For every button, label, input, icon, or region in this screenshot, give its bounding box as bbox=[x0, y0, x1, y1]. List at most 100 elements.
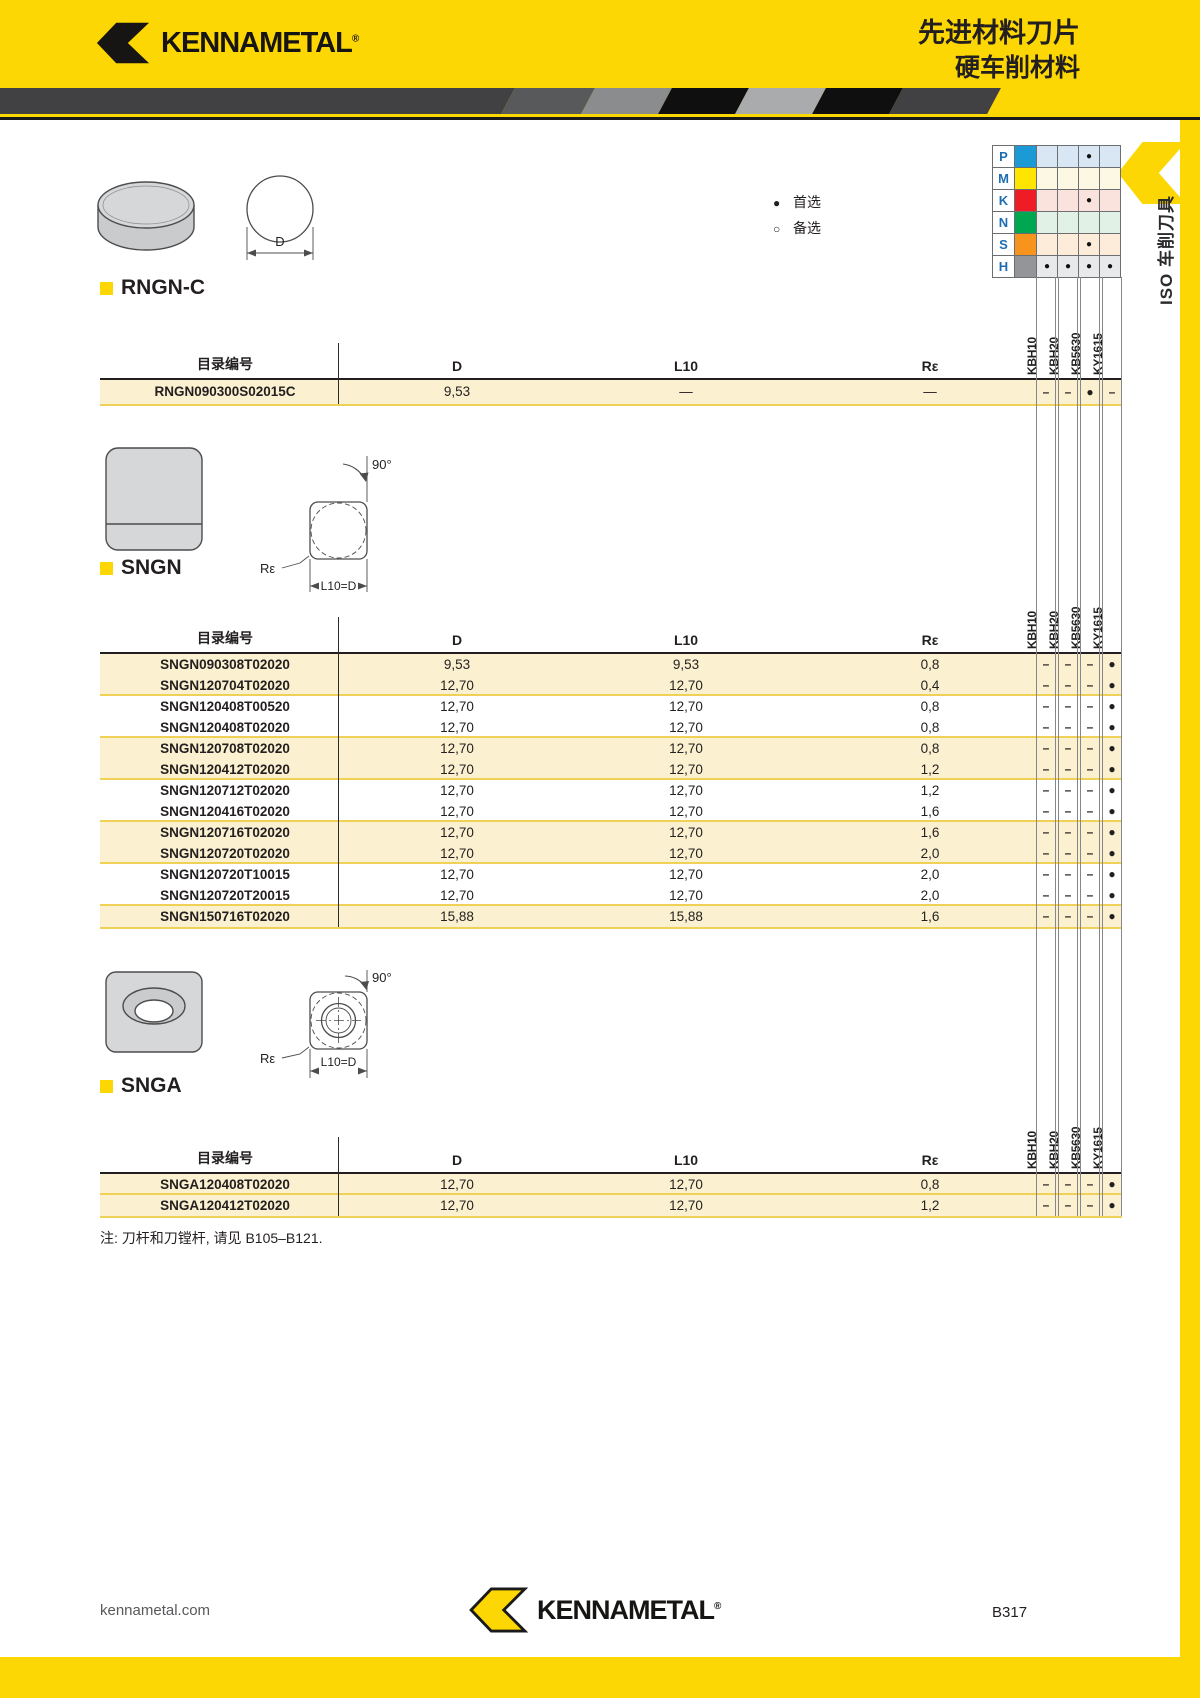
iso-grade-cell: ● bbox=[1036, 255, 1058, 278]
grade-mark: ● bbox=[1108, 846, 1116, 860]
grade-mark: – bbox=[1042, 846, 1050, 860]
grade-mark: – bbox=[1064, 1198, 1072, 1212]
iso-color-swatch bbox=[1014, 211, 1037, 234]
d-value: 12,70 bbox=[440, 741, 474, 756]
grade-mark: – bbox=[1042, 762, 1050, 776]
grade-mark: – bbox=[1086, 741, 1094, 755]
re-value: 1,6 bbox=[920, 825, 940, 840]
footer-logo: KENNAMETAL® bbox=[468, 1586, 721, 1634]
col-header-catalog: 目录编号 bbox=[197, 630, 253, 646]
re-value: 1,6 bbox=[920, 909, 940, 924]
grade-mark: ● bbox=[1108, 699, 1116, 713]
re-value: 1,2 bbox=[920, 783, 940, 798]
registered-mark: ® bbox=[351, 32, 359, 44]
section-title-sngn: SNGN bbox=[100, 556, 182, 580]
grade-mark: ● bbox=[1086, 385, 1094, 399]
table-row: SNGA120408T02020 12,70 12,70 0,8 – – – ● bbox=[100, 1174, 1122, 1195]
grade-mark: – bbox=[1064, 825, 1072, 839]
col-header-d: D bbox=[451, 358, 463, 374]
table-row: SNGN120720T20015 12,70 12,70 2,0 – – – ● bbox=[100, 885, 1122, 906]
table-row: SNGN120704T02020 12,70 12,70 0,4 – – – ● bbox=[100, 675, 1122, 696]
table-row: SNGN120412T02020 12,70 12,70 1,2 – – – ● bbox=[100, 759, 1122, 780]
catalog-number: SNGN120716T02020 bbox=[160, 825, 290, 840]
catalog-number: SNGN120720T20015 bbox=[160, 888, 290, 903]
grade-column-line bbox=[1080, 277, 1081, 1216]
l10-value: 12,70 bbox=[669, 783, 703, 798]
grade-mark: – bbox=[1042, 385, 1050, 399]
brand-wordmark: KENNAMETAL® bbox=[537, 1594, 721, 1625]
rngn-3d-insert-drawing bbox=[97, 181, 195, 251]
iso-grade-cell bbox=[1057, 167, 1079, 190]
grade-mark: – bbox=[1042, 678, 1050, 692]
catalog-number: SNGN120408T00520 bbox=[160, 699, 290, 714]
grade-mark: – bbox=[1042, 888, 1050, 902]
grade-mark: – bbox=[1086, 783, 1094, 797]
grade-mark: ● bbox=[1108, 783, 1116, 797]
grade-column-line bbox=[1121, 277, 1122, 1216]
grade-mark: – bbox=[1064, 720, 1072, 734]
catalog-number: SNGN090308T02020 bbox=[160, 657, 290, 672]
title-bullet-icon bbox=[100, 1079, 113, 1093]
re-value: 2,0 bbox=[920, 846, 940, 861]
iso-color-swatch bbox=[1014, 167, 1037, 190]
re-value: 0,8 bbox=[920, 657, 940, 672]
grade-mark: – bbox=[1064, 741, 1072, 755]
grade-mark: ● bbox=[1108, 1198, 1116, 1212]
kennametal-mark-icon bbox=[469, 1587, 528, 1633]
l10-value: 12,70 bbox=[669, 699, 703, 714]
iso-letter: S bbox=[992, 233, 1015, 256]
catalog-number: SNGN120412T02020 bbox=[160, 762, 290, 777]
re-value: — bbox=[923, 384, 937, 399]
right-accent-bar bbox=[1180, 120, 1200, 1698]
re-value: 1,6 bbox=[920, 804, 940, 819]
angle-90-label: 90° bbox=[372, 970, 392, 985]
grade-mark: – bbox=[1086, 762, 1094, 776]
column-divider bbox=[338, 343, 339, 404]
iso-color-swatch bbox=[1014, 189, 1037, 212]
iso-row: M bbox=[992, 167, 1121, 190]
l10-value: 12,70 bbox=[669, 720, 703, 735]
d-value: 12,70 bbox=[440, 825, 474, 840]
iso-grade-cell bbox=[1078, 167, 1100, 190]
iso-grade-cell bbox=[1057, 189, 1079, 212]
re-value: 0,8 bbox=[920, 720, 940, 735]
section-title-text: SNGN bbox=[121, 556, 182, 579]
stripe-segment bbox=[581, 88, 672, 114]
iso-grade-cell bbox=[1036, 189, 1058, 212]
iso-grade-cell bbox=[1099, 189, 1121, 212]
iso-grade-cell bbox=[1078, 211, 1100, 234]
legend-preferred: ●首选 bbox=[773, 190, 821, 216]
d-value: 9,53 bbox=[443, 384, 471, 399]
l10-value: 12,70 bbox=[669, 846, 703, 861]
grade-mark: – bbox=[1064, 846, 1072, 860]
iso-color-swatch bbox=[1014, 233, 1037, 256]
col-header-re: Rε bbox=[921, 358, 939, 374]
catalog-number: SNGN120416T02020 bbox=[160, 804, 290, 819]
kennametal-mark-icon bbox=[96, 22, 150, 64]
re-value: 1,2 bbox=[920, 762, 940, 777]
header-divider-rule bbox=[0, 117, 1200, 120]
l10-value: — bbox=[679, 384, 693, 399]
section-title-rngn: RNGN-C bbox=[100, 276, 205, 300]
re-value: 0,8 bbox=[920, 741, 940, 756]
grade-mark: – bbox=[1042, 1177, 1050, 1191]
iso-application-table: P ● M K ● N bbox=[992, 145, 1121, 278]
iso-grade-cell bbox=[1099, 145, 1121, 168]
angle-90-label: 90° bbox=[372, 457, 392, 472]
re-value: 2,0 bbox=[920, 888, 940, 903]
grade-mark: – bbox=[1086, 1198, 1094, 1212]
title-bullet-icon bbox=[100, 281, 113, 295]
grade-column-line bbox=[1036, 277, 1037, 1216]
sngn-3d-insert-drawing bbox=[105, 447, 203, 551]
d-value: 12,70 bbox=[440, 1198, 474, 1213]
grade-mark: – bbox=[1064, 867, 1072, 881]
col-header-re: Rε bbox=[921, 1152, 939, 1168]
re-value: 0,4 bbox=[920, 678, 940, 693]
grade-mark: ● bbox=[1108, 825, 1116, 839]
iso-letter: N bbox=[992, 211, 1015, 234]
grade-mark: – bbox=[1064, 762, 1072, 776]
d-value: 12,70 bbox=[440, 867, 474, 882]
grade-mark: ● bbox=[1108, 678, 1116, 692]
